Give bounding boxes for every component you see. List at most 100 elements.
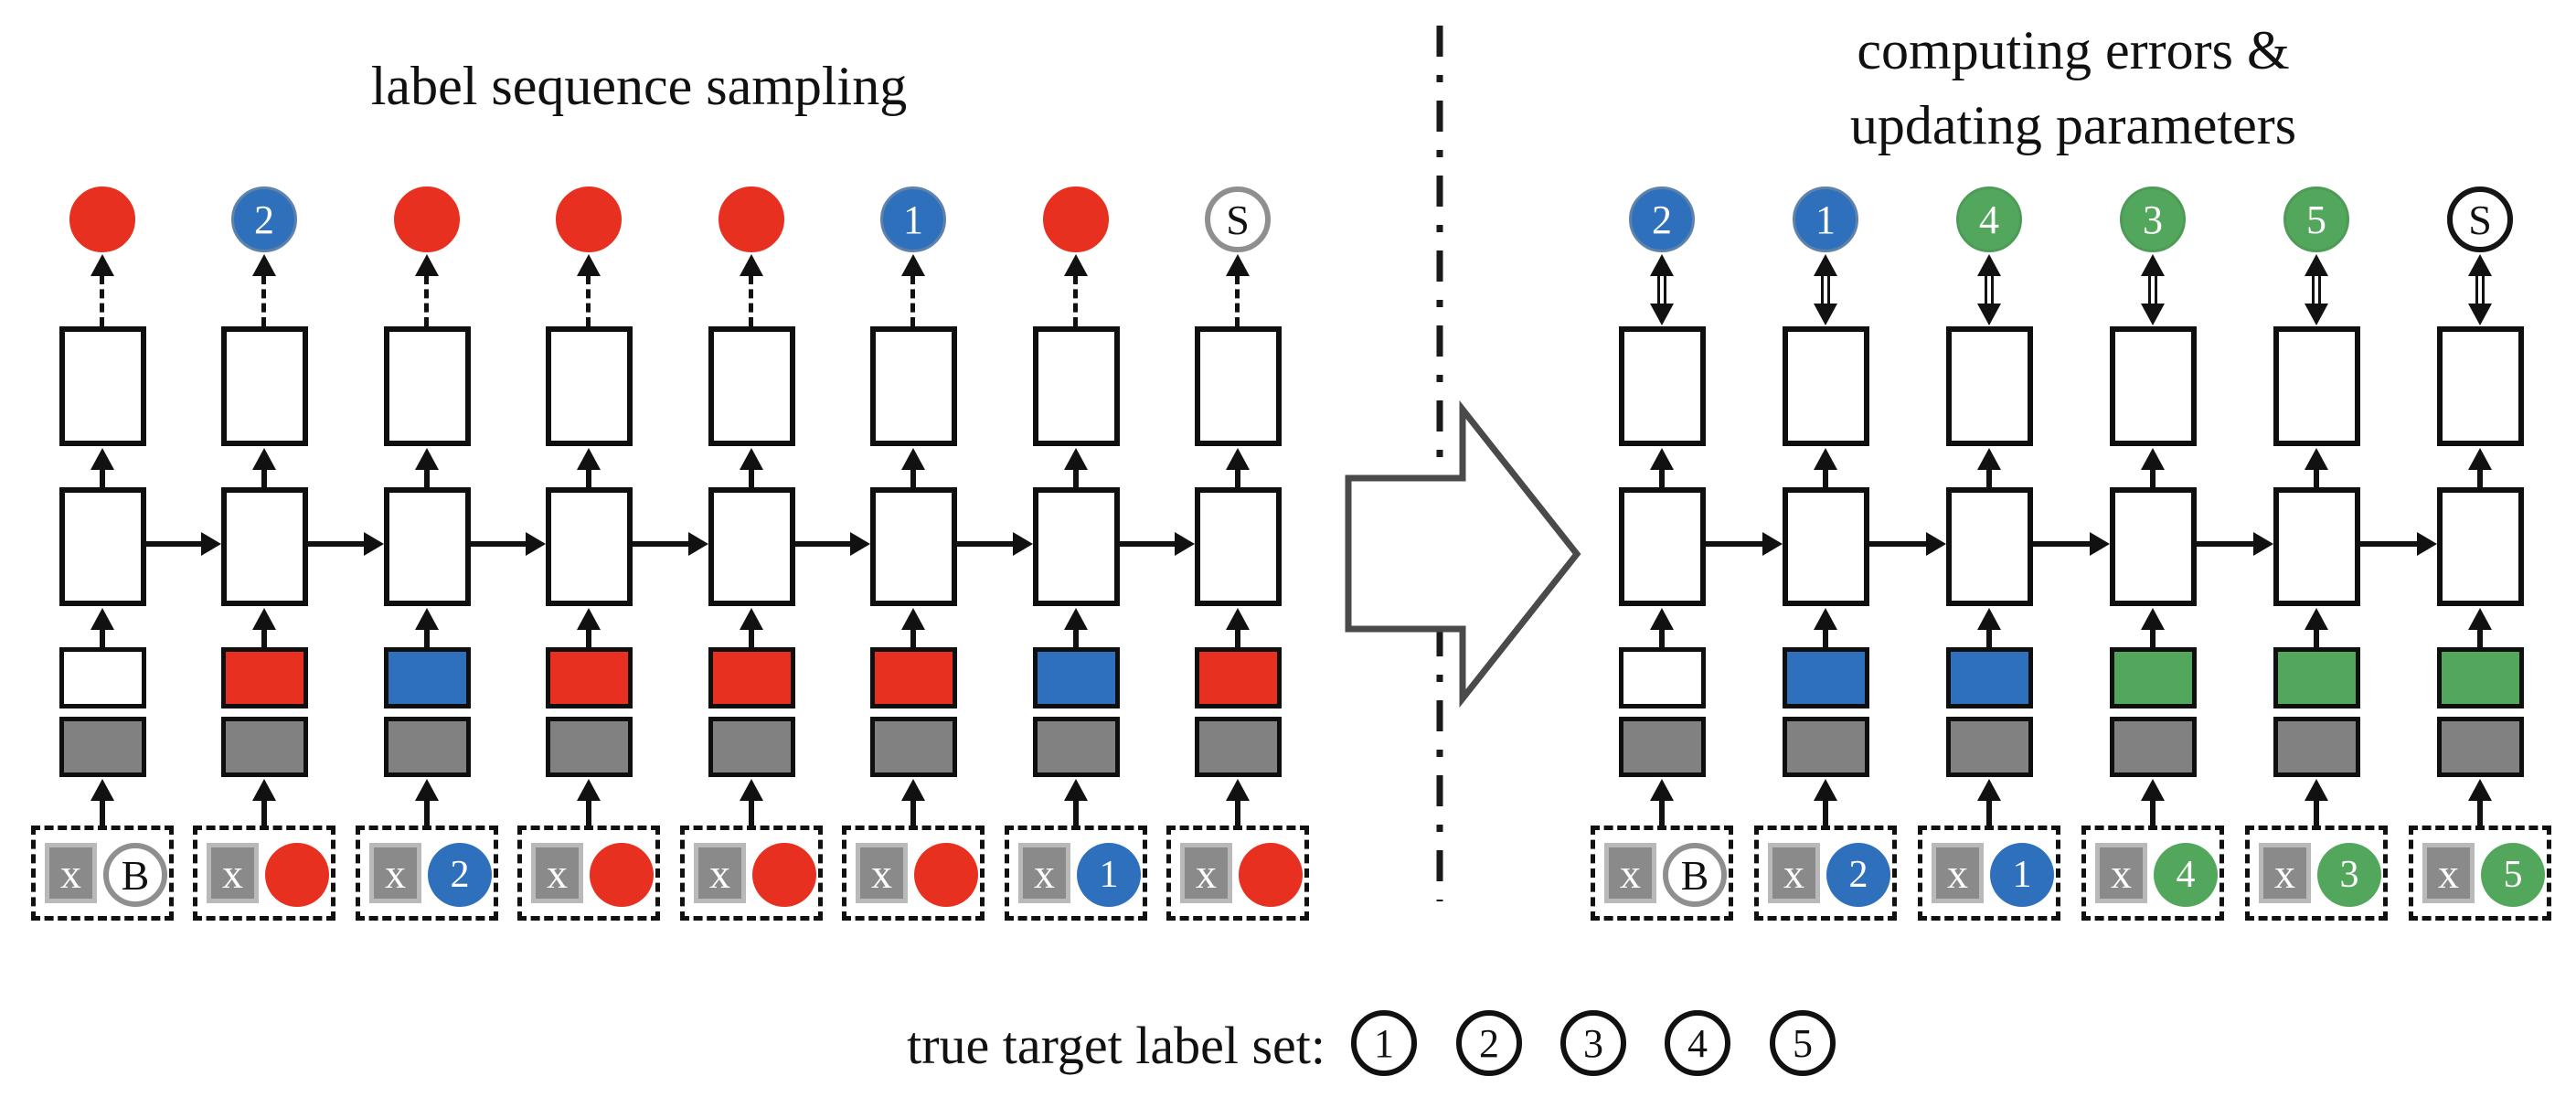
target-label-circle: 3: [1560, 1010, 1626, 1076]
output-layer-box: [546, 326, 633, 446]
input-label-circle: [590, 843, 654, 907]
hidden-to-output-arrow-shaft: [2314, 466, 2319, 487]
sample-arrow-dashed-shaft: [261, 275, 266, 326]
image-feature-chip: x: [856, 843, 908, 903]
input-label-circle: B: [103, 843, 167, 907]
output-label-circle: [1043, 186, 1109, 252]
embed-to-hidden-arrow-shaft: [910, 626, 916, 647]
recurrent-layer-box: [221, 487, 308, 606]
label-embedding-box: [1033, 647, 1120, 708]
recurrence-arrowhead-icon: [526, 532, 546, 556]
hidden-to-output-arrow-shaft: [1235, 466, 1240, 487]
input-to-feature-arrow-shaft: [1986, 797, 1992, 826]
sample-arrowhead-icon: [90, 254, 114, 276]
recurrence-arrowhead-icon: [1926, 532, 1946, 556]
label-embedding-box: [546, 647, 633, 708]
embed-to-hidden-arrow-shaft: [586, 626, 591, 647]
sample-arrow-dashed-shaft: [586, 275, 591, 326]
image-feature-chip: x: [1932, 843, 1984, 903]
recurrent-layer-box: [2437, 487, 2524, 606]
output-layer-box: [1946, 326, 2033, 446]
error-arrowhead-up-icon: [2468, 254, 2492, 276]
sample-arrow-dashed-shaft: [100, 275, 104, 326]
input-group-box: [842, 826, 985, 921]
output-layer-box: [1783, 326, 1869, 446]
output-layer-box: [2110, 326, 2197, 446]
recurrent-layer-box: [1619, 487, 1706, 606]
label-embedding-box: [1619, 647, 1706, 708]
recurrent-layer-box: [870, 487, 957, 606]
label-embedding-box: [59, 647, 146, 708]
output-label-circle: [69, 186, 135, 252]
recurrence-arrowhead-icon: [2090, 532, 2110, 556]
error-arrowhead-down-icon: [2468, 304, 2492, 325]
image-feature-chip: x: [1604, 843, 1656, 903]
output-layer-box: [1033, 326, 1120, 446]
recurrent-layer-box: [2273, 487, 2360, 606]
embed-to-hidden-arrow-shaft: [1659, 626, 1665, 647]
output-label-circle: 3: [2120, 186, 2186, 252]
input-group-box: [2409, 826, 2551, 921]
embed-to-hidden-arrow-shaft: [424, 626, 430, 647]
recurrence-arrowhead-icon: [2253, 532, 2273, 556]
sample-arrow-dashed-shaft: [1073, 275, 1078, 326]
sample-arrow-dashed-shaft: [910, 275, 915, 326]
image-feature-box: [384, 717, 471, 777]
image-feature-chip: x: [369, 843, 421, 903]
image-feature-chip: x: [531, 843, 583, 903]
label-embedding-box: [870, 647, 957, 708]
hidden-to-output-arrow-shaft: [2150, 466, 2156, 487]
image-feature-box: [870, 717, 957, 777]
hidden-to-output-arrow-shaft: [261, 466, 267, 487]
recurrent-layer-box: [1033, 487, 1120, 606]
recurrence-arrowhead-icon: [1013, 532, 1033, 556]
recurrence-arrowhead-icon: [688, 532, 708, 556]
image-feature-chip: x: [1768, 843, 1820, 903]
error-arrow-double-shaft: [2312, 275, 2321, 305]
output-label-circle: 1: [1793, 186, 1858, 252]
input-label-circle: 1: [1990, 843, 2054, 907]
error-arrowhead-down-icon: [1814, 304, 1837, 325]
input-group-box: [1754, 826, 1897, 921]
output-layer-box: [59, 326, 146, 446]
label-embedding-box: [708, 647, 795, 708]
embed-to-hidden-arrow-shaft: [1073, 626, 1079, 647]
output-label-circle: 2: [231, 186, 297, 252]
label-embedding-box: [2110, 647, 2197, 708]
target-label-circle: 5: [1770, 1010, 1836, 1076]
input-label-circle: 3: [2317, 843, 2381, 907]
sample-arrowhead-icon: [901, 254, 925, 276]
input-label-circle: [752, 843, 816, 907]
output-label-circle: [556, 186, 622, 252]
recurrent-layer-box: [546, 487, 633, 606]
output-label-circle: 1: [880, 186, 946, 252]
recurrent-layer-box: [708, 487, 795, 606]
input-label-circle: 4: [2154, 843, 2218, 907]
image-feature-box: [2273, 717, 2360, 777]
input-group-box: [1591, 826, 1733, 921]
image-feature-box: [1946, 717, 2033, 777]
recurrent-layer-box: [1195, 487, 1282, 606]
error-arrowhead-down-icon: [1977, 304, 2001, 325]
recurrence-arrowhead-icon: [364, 532, 384, 556]
hidden-to-output-arrow-shaft: [424, 466, 430, 487]
recurrent-layer-box: [384, 487, 471, 606]
sample-arrowhead-icon: [740, 254, 763, 276]
label-embedding-box: [1946, 647, 2033, 708]
right-title-line1: computing errors &: [1857, 20, 2290, 80]
recurrent-layer-box: [59, 487, 146, 606]
image-feature-chip: x: [694, 843, 746, 903]
input-group-box: [517, 826, 660, 921]
output-layer-box: [221, 326, 308, 446]
image-feature-chip: x: [1180, 843, 1232, 903]
error-arrowhead-down-icon: [1650, 304, 1674, 325]
hidden-to-output-arrow-shaft: [1986, 466, 1992, 487]
label-embedding-box: [1783, 647, 1869, 708]
hidden-to-output-arrow-shaft: [100, 466, 105, 487]
input-label-circle: [1239, 843, 1303, 907]
embed-to-hidden-arrow-shaft: [749, 626, 754, 647]
input-to-feature-arrow-shaft: [2314, 797, 2319, 826]
recurrence-arrow-shaft: [1868, 541, 1926, 547]
recurrence-arrow-shaft: [2032, 541, 2090, 547]
